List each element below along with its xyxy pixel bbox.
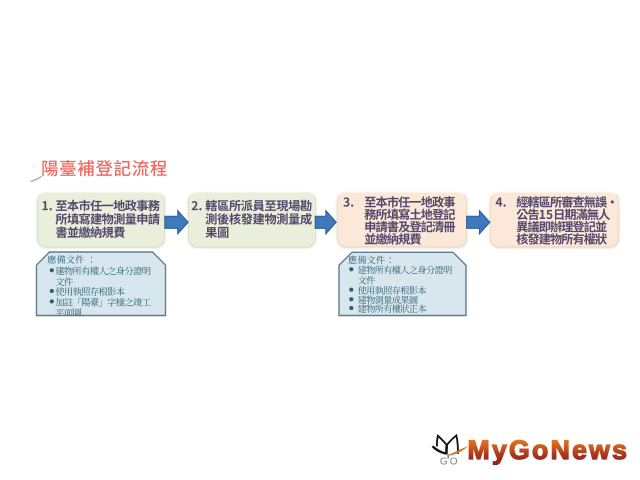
svg-text:O: O: [450, 457, 458, 468]
svg-text:G: G: [440, 457, 448, 468]
svg-text:MyGoNews: MyGoNews: [468, 435, 630, 465]
